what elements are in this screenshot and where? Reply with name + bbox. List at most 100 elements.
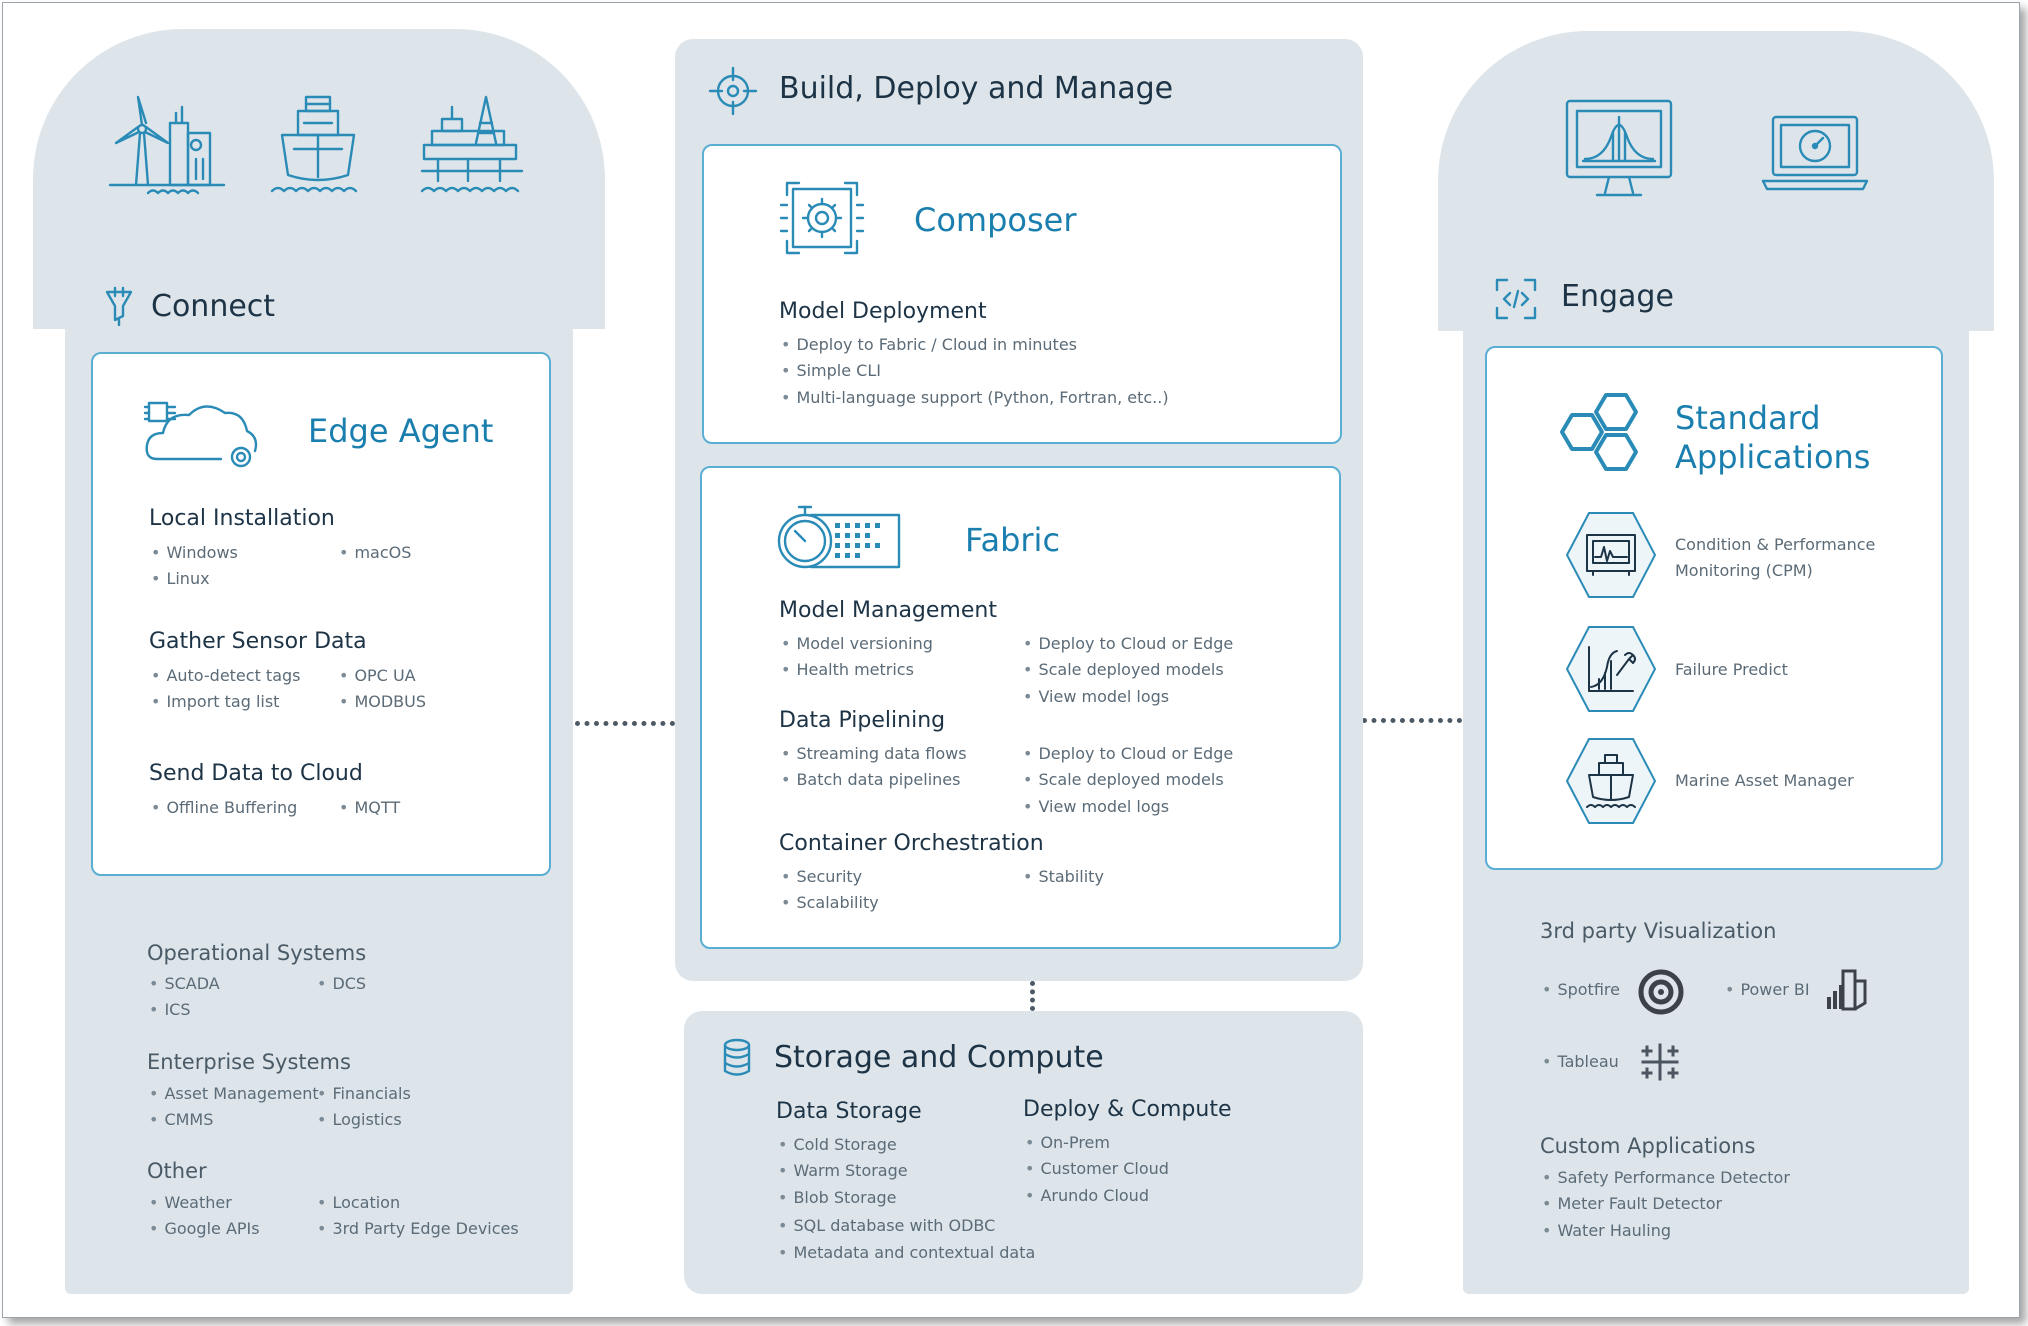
list-item: Arundo Cloud bbox=[1025, 1186, 1149, 1205]
list-item: CMMS bbox=[149, 1110, 213, 1129]
cpm-label-line2: Monitoring (CPM) bbox=[1675, 561, 1813, 580]
ship-icon bbox=[268, 93, 368, 198]
composer-title: Composer bbox=[914, 201, 1077, 239]
list-item: Security bbox=[781, 867, 862, 886]
spotfire-icon bbox=[1637, 968, 1685, 1016]
list-item: View model logs bbox=[1023, 687, 1169, 706]
list-item: Cold Storage bbox=[778, 1135, 896, 1154]
list-item: Model versioning bbox=[781, 634, 932, 653]
funnel-icon bbox=[103, 286, 135, 326]
gear-frame-icon bbox=[779, 175, 865, 261]
list-item: Multi-language support (Python, Fortran,… bbox=[781, 388, 1168, 407]
list-item: Financials bbox=[317, 1084, 410, 1103]
gather-sensor-data-heading: Gather Sensor Data bbox=[149, 629, 367, 654]
hexagon-cluster-icon bbox=[1556, 391, 1652, 491]
model-management-heading: Model Management bbox=[779, 598, 997, 623]
list-item: Weather bbox=[149, 1193, 231, 1212]
list-item: Safety Performance Detector bbox=[1542, 1168, 1789, 1187]
list-item: MQTT bbox=[339, 798, 400, 817]
list-item: Customer Cloud bbox=[1025, 1159, 1169, 1178]
storage-title: Storage and Compute bbox=[774, 1040, 1104, 1075]
connector-right bbox=[1362, 718, 1462, 723]
marine-asset-label: Marine Asset Manager bbox=[1675, 771, 1854, 790]
laptop-gauge-icon bbox=[1759, 113, 1871, 193]
crosshair-icon bbox=[708, 66, 758, 116]
connector-left bbox=[575, 721, 675, 726]
list-item: OPC UA bbox=[339, 666, 415, 685]
spotfire-label: Spotfire bbox=[1542, 980, 1620, 999]
list-item: View model logs bbox=[1023, 797, 1169, 816]
third-party-heading: 3rd party Visualization bbox=[1540, 919, 1777, 943]
list-item: Scalability bbox=[781, 893, 878, 912]
deploy-compute-heading: Deploy & Compute bbox=[1023, 1097, 1232, 1122]
list-item: On-Prem bbox=[1025, 1133, 1110, 1152]
other-heading: Other bbox=[147, 1159, 207, 1183]
list-item: Stability bbox=[1023, 867, 1103, 886]
list-item: Scale deployed models bbox=[1023, 770, 1223, 789]
tableau-label: Tableau bbox=[1542, 1052, 1618, 1071]
data-storage-heading: Data Storage bbox=[776, 1099, 922, 1124]
list-item: Google APIs bbox=[149, 1219, 259, 1238]
list-item: MODBUS bbox=[339, 692, 426, 711]
code-icon bbox=[1493, 276, 1539, 322]
connector-down bbox=[1030, 981, 1035, 1011]
list-item: Location bbox=[317, 1193, 400, 1212]
send-data-heading: Send Data to Cloud bbox=[149, 761, 363, 786]
tableau-icon bbox=[1637, 1039, 1683, 1085]
list-item: Simple CLI bbox=[781, 361, 881, 380]
list-item: Streaming data flows bbox=[781, 744, 966, 763]
list-item: SQL database with ODBC bbox=[778, 1216, 995, 1235]
list-item: Meter Fault Detector bbox=[1542, 1194, 1722, 1213]
container-orchestration-heading: Container Orchestration bbox=[779, 831, 1044, 856]
edge-agent-card bbox=[91, 352, 551, 876]
marine-asset-icon[interactable] bbox=[1563, 735, 1659, 827]
edge-agent-title: Edge Agent bbox=[308, 412, 494, 450]
list-item: Batch data pipelines bbox=[781, 770, 960, 789]
stopwatch-icon bbox=[775, 501, 905, 573]
list-item: Blob Storage bbox=[778, 1188, 896, 1207]
list-item: DCS bbox=[317, 974, 366, 993]
list-item: Deploy to Cloud or Edge bbox=[1023, 634, 1233, 653]
cloud-chip-icon bbox=[143, 393, 263, 473]
list-item: Logistics bbox=[317, 1110, 401, 1129]
data-pipelining-heading: Data Pipelining bbox=[779, 708, 946, 733]
list-item: Windows bbox=[151, 543, 237, 562]
cpm-app-icon[interactable] bbox=[1563, 509, 1659, 601]
list-item: 3rd Party Edge Devices bbox=[317, 1219, 518, 1238]
list-item: Offline Buffering bbox=[151, 798, 297, 817]
model-deployment-heading: Model Deployment bbox=[779, 299, 987, 324]
oil-rig-icon bbox=[418, 93, 528, 198]
list-item: Linux bbox=[151, 569, 209, 588]
list-item: Metadata and contextual data bbox=[778, 1243, 1035, 1262]
list-item: Asset Management bbox=[149, 1084, 318, 1103]
list-item: Auto-detect tags bbox=[151, 666, 300, 685]
list-item: ICS bbox=[149, 1000, 190, 1019]
enterprise-systems-heading: Enterprise Systems bbox=[147, 1050, 351, 1074]
list-item: Import tag list bbox=[151, 692, 279, 711]
monitor-chart-icon bbox=[1563, 97, 1675, 201]
list-item: Scale deployed models bbox=[1023, 660, 1223, 679]
powerbi-icon bbox=[1823, 967, 1869, 1013]
failure-predict-icon[interactable] bbox=[1563, 623, 1659, 715]
operational-systems-heading: Operational Systems bbox=[147, 941, 367, 965]
fabric-title: Fabric bbox=[965, 521, 1061, 559]
failure-predict-label: Failure Predict bbox=[1675, 660, 1788, 679]
connect-title: Connect bbox=[151, 289, 276, 324]
cpm-label-line1: Condition & Performance bbox=[1675, 535, 1876, 554]
list-item: Deploy to Fabric / Cloud in minutes bbox=[781, 335, 1077, 354]
powerbi-label: Power BI bbox=[1725, 980, 1809, 999]
standard-applications-title-line1: Standard bbox=[1675, 399, 1821, 437]
list-item: Health metrics bbox=[781, 660, 913, 679]
custom-applications-heading: Custom Applications bbox=[1540, 1134, 1756, 1158]
list-item: Deploy to Cloud or Edge bbox=[1023, 744, 1233, 763]
standard-applications-title-line2: Applications bbox=[1675, 438, 1871, 476]
local-installation-heading: Local Installation bbox=[149, 506, 335, 531]
list-item: SCADA bbox=[149, 974, 219, 993]
build-title: Build, Deploy and Manage bbox=[779, 71, 1174, 106]
wind-turbine-icon bbox=[108, 93, 228, 198]
list-item: Water Hauling bbox=[1542, 1221, 1671, 1240]
list-item: Warm Storage bbox=[778, 1161, 907, 1180]
engage-title: Engage bbox=[1561, 279, 1674, 314]
list-item: macOS bbox=[339, 543, 411, 562]
